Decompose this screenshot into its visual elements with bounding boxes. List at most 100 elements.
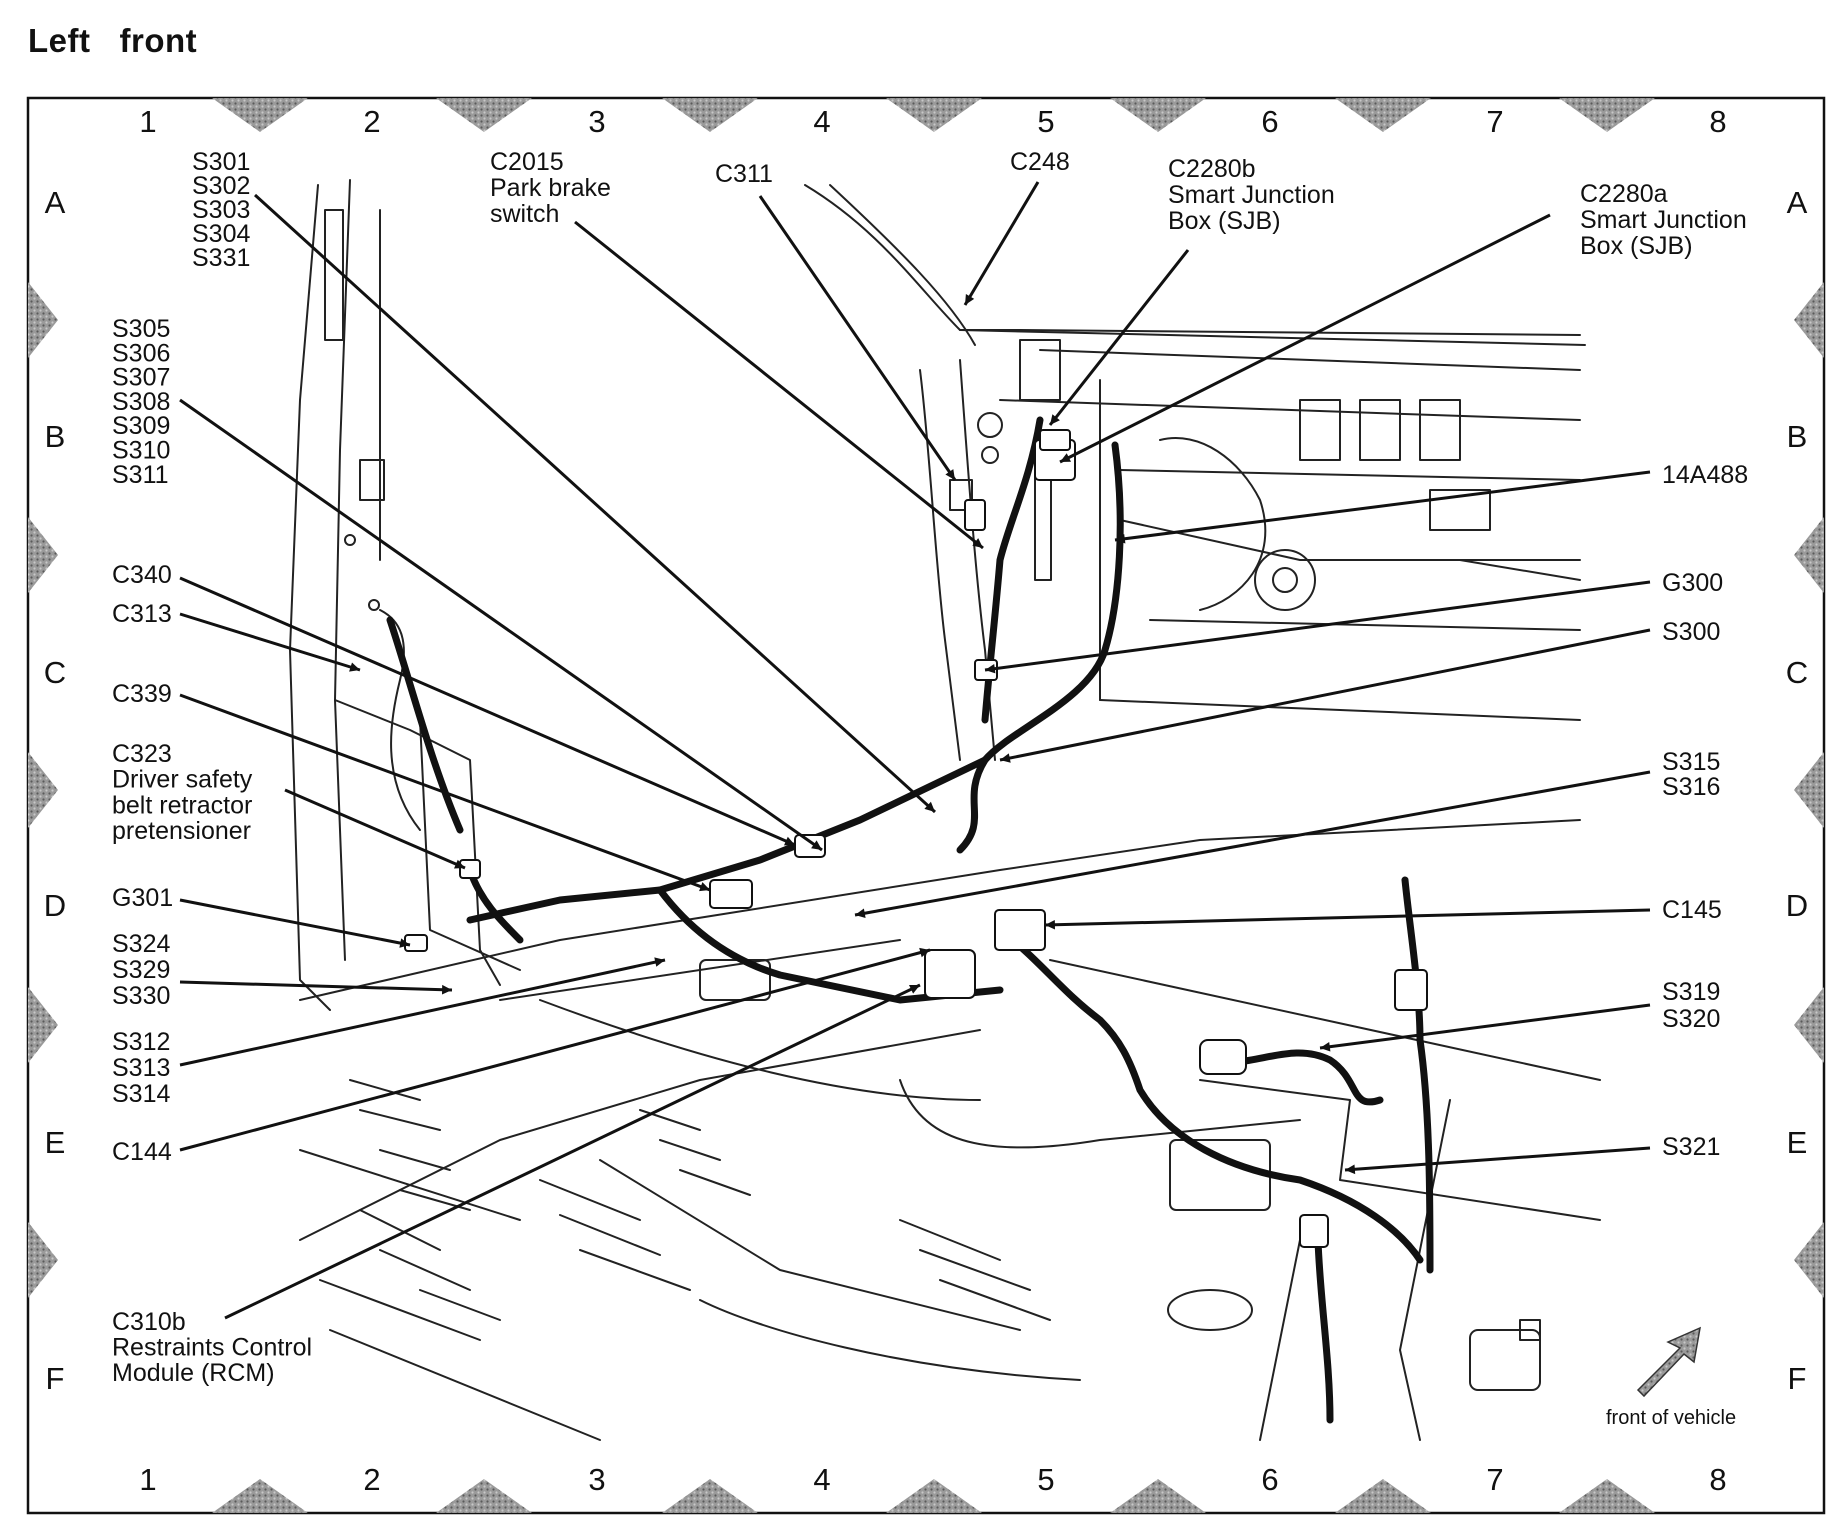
grid-column-label-top: 7: [1486, 104, 1503, 139]
front-of-vehicle-label: front of vehicle: [1606, 1407, 1736, 1429]
grid-row-label-left: B: [45, 419, 66, 454]
callout-line: Park brake: [490, 174, 611, 202]
c339-connector: [709, 879, 753, 909]
callout-line: S303: [192, 196, 250, 224]
callout-line: S319: [1662, 978, 1720, 1006]
callout-c145: C145: [1662, 896, 1722, 924]
c2015-connector: [964, 499, 986, 531]
grid-mark-top-1: [212, 98, 308, 132]
front-of-vehicle-indicator: front of vehicle: [1606, 1326, 1736, 1429]
leader-arrowhead: [454, 859, 465, 869]
grid-row-label-right: D: [1786, 888, 1808, 923]
grid-mark-top-4: [886, 98, 982, 132]
callout-line: C311: [715, 160, 773, 188]
grid-column-label-top: 6: [1261, 104, 1278, 139]
callout-line: Box (SJB): [1168, 207, 1281, 235]
grid-row-label-right: B: [1787, 419, 1808, 454]
callout-line: switch: [490, 200, 559, 228]
c323-connector: [459, 859, 481, 879]
callout-s300: S300: [1662, 618, 1720, 646]
callout-line: S315: [1662, 748, 1720, 776]
callout-s321: S321: [1662, 1133, 1720, 1161]
callout-c313: C313: [112, 600, 172, 628]
c145-connector: [994, 909, 1046, 951]
grid-column-label-top: 8: [1709, 104, 1726, 139]
leader-arrowhead: [1045, 920, 1055, 930]
grid-mark-top-7: [1559, 98, 1655, 132]
leader-arrowhead: [972, 538, 983, 548]
callout-line: S305: [112, 315, 170, 343]
leader-arrowhead: [784, 836, 795, 846]
leader-arrowhead: [1345, 1164, 1356, 1175]
leader-arrowhead: [1000, 753, 1011, 763]
leader-arrowhead: [855, 908, 866, 918]
grid-border-marks: [28, 98, 1824, 1513]
grid-mark-right-5: [1794, 1222, 1824, 1298]
grid-mark-top-2: [436, 98, 532, 132]
grid-row-label-right: C: [1786, 655, 1808, 690]
callout-line: S306: [112, 339, 170, 367]
callout-line: belt retractor: [112, 791, 252, 819]
front-arrow-icon: [1636, 1326, 1701, 1398]
leader-c145: [1044, 908, 1651, 927]
callout-line: S300: [1662, 618, 1720, 646]
grid-mark-left-4: [28, 987, 58, 1063]
grid-column-label-bottom: 6: [1261, 1462, 1278, 1497]
grid-mark-left-1: [28, 282, 58, 358]
leader-lines: [179, 181, 1651, 1320]
grid-column-label-top: 1: [139, 104, 156, 139]
grid-column-label-top: 5: [1037, 104, 1054, 139]
callout-line: S308: [112, 388, 170, 416]
callout-line: S316: [1662, 773, 1720, 801]
leader-c2015: [574, 220, 984, 550]
grid-mark-left-2: [28, 517, 58, 593]
leader-s324-group: [179, 980, 453, 992]
callout-line: Module (RCM): [112, 1359, 275, 1387]
grid-mark-bottom-2: [436, 1479, 532, 1513]
leader-arrowhead: [699, 882, 710, 892]
callout-c339: C339: [112, 680, 172, 708]
callout-line: Smart Junction: [1168, 181, 1335, 209]
callout-line: S313: [112, 1054, 170, 1082]
callout-line: C339: [112, 680, 172, 708]
grid-mark-top-5: [1110, 98, 1206, 132]
c340-connector: [794, 834, 826, 858]
callout-line: C313: [112, 600, 172, 628]
leader-arrowhead: [924, 801, 935, 812]
leader-c144: [179, 948, 931, 1152]
callout-line: S310: [112, 437, 170, 465]
grid-mark-bottom-5: [1110, 1479, 1206, 1513]
b-pillar: [289, 179, 521, 1011]
callout-line: pretensioner: [112, 817, 251, 845]
leader-c339: [179, 693, 711, 892]
leader-s305-group: [179, 398, 823, 852]
callout-line: S321: [1662, 1133, 1720, 1161]
callout-line: C2015: [490, 148, 564, 176]
leader-s315-group: [854, 770, 1651, 917]
callout-line: Smart Junction: [1580, 206, 1747, 234]
callout-line: S311: [112, 461, 169, 489]
leader-s321: [1344, 1146, 1651, 1172]
grid-row-label-left: C: [44, 655, 66, 690]
callout-line: Restraints Control: [112, 1334, 312, 1362]
grid-row-label-left: D: [44, 888, 66, 923]
dash-panel: [1019, 339, 1581, 721]
callout-g301: G301: [112, 884, 173, 912]
grid-row-label-right: F: [1788, 1361, 1807, 1396]
leader-arrowhead: [349, 662, 360, 672]
leader-c313: [179, 612, 361, 672]
callout-line: S312: [112, 1028, 170, 1056]
leader-14a488: [1114, 470, 1651, 542]
grid-column-label-bottom: 5: [1037, 1462, 1054, 1497]
